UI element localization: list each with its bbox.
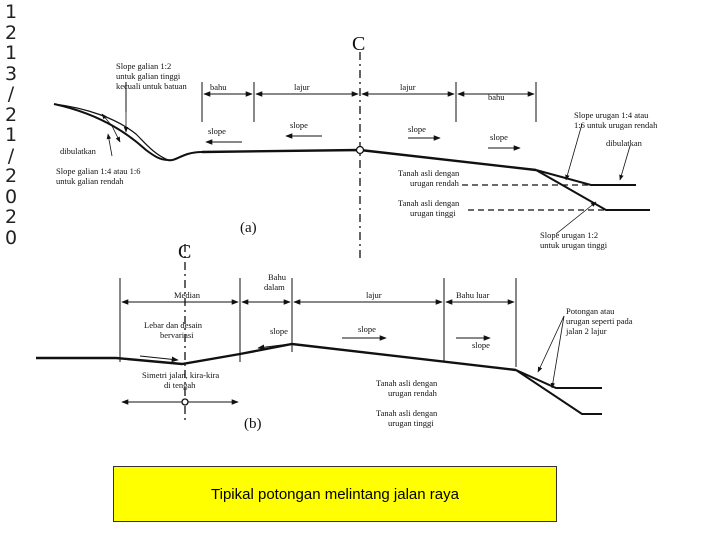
slope-arrow xyxy=(257,343,291,350)
label-bahu-right: bahu xyxy=(488,92,505,102)
date-char: 0 xyxy=(4,185,18,208)
ditch xyxy=(167,151,203,162)
date-char: 1 xyxy=(4,1,18,23)
caption-text: Tipikal potongan melintang jalan raya xyxy=(211,485,459,503)
label-simetri-l2: di tengah xyxy=(164,380,196,390)
diagram-b-label: (b) xyxy=(244,416,262,432)
label-slope: slope xyxy=(208,126,226,136)
label-slope: slope xyxy=(358,324,376,334)
centerline-symbol-a: C xyxy=(352,33,365,55)
date-char: 2 xyxy=(4,21,18,44)
date-char: 2 xyxy=(4,206,18,228)
label-urugan-rendah-l2: 1:6 untuk urugan rendah xyxy=(574,120,658,130)
label-galian-rendah: Slope galian 1:4 atau 1:6 xyxy=(56,166,141,176)
label-lebar-l2: bervariasi xyxy=(160,330,194,340)
label-bahu-luar: Bahu luar xyxy=(456,290,489,300)
label-lajur-b: lajur xyxy=(366,290,382,300)
label-slope-galian-l3: kecuali untuk batuan xyxy=(116,81,188,91)
label-potongan: Potongan atau xyxy=(566,306,615,316)
label-urugan-rendah: Slope urugan 1:4 atau xyxy=(574,110,649,120)
label-median: Median xyxy=(174,290,201,300)
symmetry-point xyxy=(181,398,189,406)
slide-date: 1 2 1 3 / 2 1 / 2 0 2 0 xyxy=(2,2,20,248)
leader-line xyxy=(106,133,113,157)
label-potongan-l3: jalan 2 lajur xyxy=(565,326,607,336)
cut-slope-high xyxy=(53,103,169,161)
road-surface-a xyxy=(201,148,537,172)
cross-section-svg: Slope galian 1:2 untuk galian tinggi kec… xyxy=(36,33,658,432)
fill-slope-high-b xyxy=(515,369,602,415)
label-dibulatkan-right: dibulatkan xyxy=(606,138,643,148)
label-slope: slope xyxy=(290,120,308,130)
leader-line xyxy=(101,113,113,127)
label-tanah-rendah-b-l2: urugan rendah xyxy=(388,388,438,398)
label-tanah-tinggi-l2: urugan tinggi xyxy=(410,208,456,218)
label-slope: slope xyxy=(490,132,508,142)
date-char: 2 xyxy=(4,165,18,187)
slope-arrow xyxy=(139,355,179,363)
diagram-b xyxy=(36,244,602,422)
label-tanah-rendah: Tanah asli dengan xyxy=(398,168,460,178)
diagram-a xyxy=(53,52,650,262)
label-slope-galian: Slope galian 1:2 xyxy=(116,61,171,71)
date-char: 0 xyxy=(4,226,18,249)
date-char: / xyxy=(7,83,15,105)
label-potongan-l2: urugan seperti pada xyxy=(566,316,633,326)
fill-slope-low-b xyxy=(515,369,602,389)
leader-line xyxy=(550,315,565,389)
crown-point xyxy=(355,145,365,155)
caption-box: Tipikal potongan melintang jalan raya xyxy=(113,466,557,522)
leader-line xyxy=(565,123,583,181)
label-simetri: Simetri jalan, kira-kira xyxy=(142,370,219,380)
label-slope: slope xyxy=(472,340,490,350)
label-galian-rendah-l2: untuk galian rendah xyxy=(56,176,124,186)
leader-line xyxy=(555,201,597,235)
label-bahu-dalam: Bahu xyxy=(268,272,287,282)
leader-line xyxy=(619,145,631,181)
label-lebar: Lebar dan desain xyxy=(144,320,203,330)
date-char: 3 xyxy=(4,62,18,85)
road-surface-b xyxy=(36,342,517,372)
label-lajur-right: lajur xyxy=(400,82,416,92)
cross-section-diagram: Slope galian 1:2 untuk galian tinggi kec… xyxy=(36,22,684,458)
label-bahu-left: bahu xyxy=(210,82,227,92)
label-tanah-rendah-b: Tanah asli dengan xyxy=(376,378,438,388)
label-bahu-dalam-l2: dalam xyxy=(264,282,285,292)
diagram-a-label: (a) xyxy=(240,220,257,236)
label-slope: slope xyxy=(408,124,426,134)
fill-slope-low xyxy=(535,169,636,186)
centerline-symbol-b: C xyxy=(178,241,191,263)
fill-slope-high xyxy=(535,169,650,211)
label-lajur-left: lajur xyxy=(294,82,310,92)
label-urugan-tinggi: Slope urugan 1:2 xyxy=(540,230,598,240)
label-urugan-tinggi-l2: untuk urugan tinggi xyxy=(540,240,608,250)
date-char: 2 xyxy=(4,103,18,126)
date-char: 1 xyxy=(4,42,18,64)
date-char: / xyxy=(7,144,15,167)
date-char: 1 xyxy=(4,124,18,146)
label-slope: slope xyxy=(270,326,288,336)
leader-line xyxy=(111,125,121,143)
label-tanah-tinggi-b-l2: urugan tinggi xyxy=(388,418,434,428)
label-slope-galian-l2: untuk galian tinggi xyxy=(116,71,181,81)
label-tanah-rendah-l2: urugan rendah xyxy=(410,178,460,188)
label-tanah-tinggi: Tanah asli dengan xyxy=(398,198,460,208)
label-dibulatkan-left: dibulatkan xyxy=(60,146,97,156)
cut-slope-low xyxy=(53,103,169,161)
label-tanah-tinggi-b: Tanah asli dengan xyxy=(376,408,438,418)
leader-line xyxy=(537,315,565,373)
